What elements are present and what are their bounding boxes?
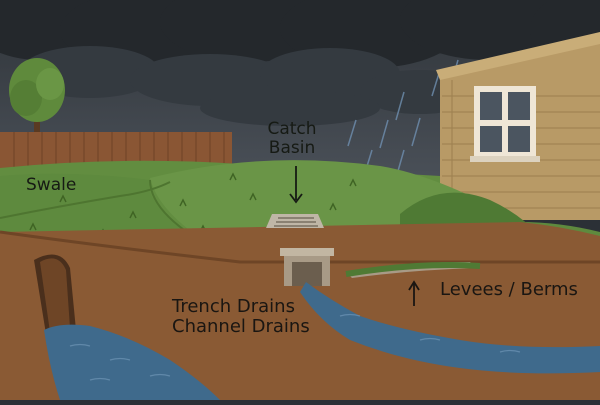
catch-basin-label: Catch Basin (262, 120, 322, 158)
channel-drain-box (280, 248, 334, 286)
trench-drains-label-line2: Channel Drains (172, 317, 310, 337)
catch-basin-label-line2: Basin (262, 139, 322, 158)
levees-berms-label: Levees / Berms (440, 280, 578, 300)
trench-drains-label-line1: Trench Drains (172, 297, 310, 317)
swale-label: Swale (26, 176, 76, 195)
trench-drains-label: Trench Drains Channel Drains (172, 297, 310, 337)
catch-basin-label-line1: Catch (262, 120, 322, 139)
catch-basin-grate (266, 214, 324, 228)
house-window (470, 86, 540, 162)
